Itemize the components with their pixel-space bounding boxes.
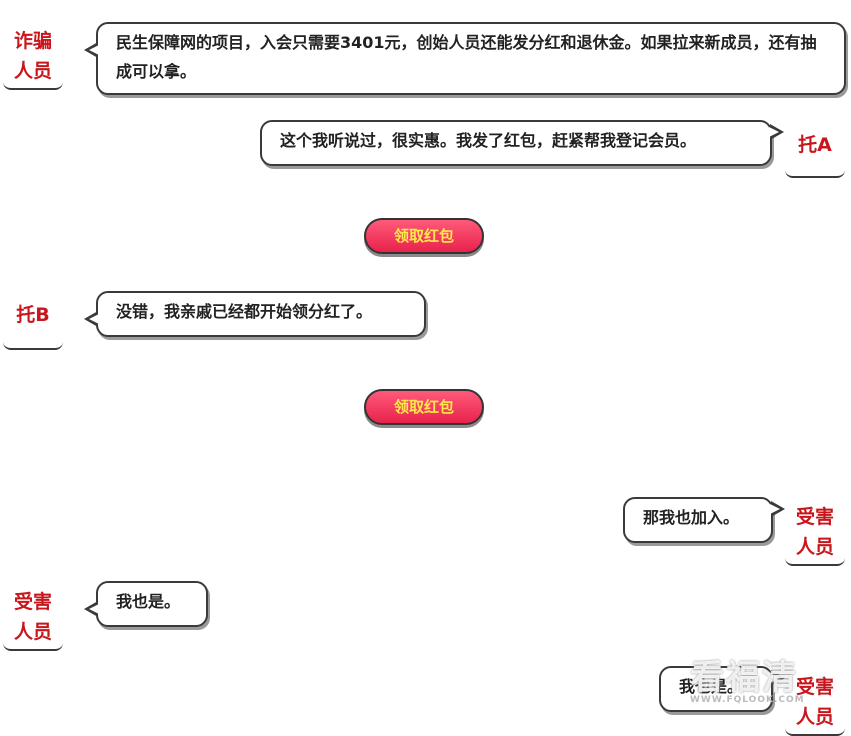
speaker-label-line2: 人员: [795, 536, 834, 558]
message-text: 民生保障网的项目，入会只需要3401元，创始人员还能发分红和退休金。如果拉来新成…: [116, 33, 817, 81]
red-packet-label: 领取红包: [393, 398, 454, 416]
speaker-underline: [785, 170, 845, 178]
red-packet-label: 领取红包: [393, 227, 454, 245]
message-bubble-shill-a: 这个我听说过，很实惠。我发了红包，赶紧帮我登记会员。: [260, 120, 784, 166]
speaker-label-line2: 人员: [795, 706, 834, 728]
speaker-underline: [785, 728, 845, 736]
watermark-url: WWW.FQLOOK.COM: [690, 695, 805, 705]
watermark-text: 看福清: [690, 658, 798, 698]
speaker-underline: [3, 643, 63, 651]
speaker-underline: [3, 342, 63, 350]
red-packet-button[interactable]: 领取红包: [364, 218, 484, 254]
speaker-label: 托B: [16, 304, 50, 326]
red-packet-button[interactable]: 领取红包: [364, 389, 484, 425]
message-bubble-victim: 那我也加入。: [623, 497, 785, 543]
speaker-scammer: 诈骗 人员: [1, 26, 65, 90]
message-text: 这个我听说过，很实惠。我发了红包，赶紧帮我登记会员。: [280, 131, 697, 150]
speaker-label: 托A: [798, 134, 832, 156]
speaker-underline: [3, 82, 63, 90]
message-bubble-victim: 我也是。: [84, 581, 208, 627]
message-text: 没错，我亲戚已经都开始领分红了。: [116, 302, 373, 321]
speaker-victim: 受害 人员: [783, 502, 847, 566]
speaker-label-line2: 人员: [13, 60, 52, 82]
speaker-shill-a: 托A: [783, 130, 847, 178]
message-bubble-shill-b: 没错，我亲戚已经都开始领分红了。: [84, 291, 426, 337]
speaker-label-line1: 受害: [13, 591, 52, 613]
message-bubble-scammer: 民生保障网的项目，入会只需要3401元，创始人员还能发分红和退休金。如果拉来新成…: [84, 22, 846, 95]
speaker-underline: [785, 558, 845, 566]
speaker-victim: 受害 人员: [1, 587, 65, 651]
message-bubble-victim: 我也是。: [659, 666, 785, 712]
watermark-logo: 看福清 WWW.FQLOOK.COM: [690, 650, 840, 716]
speaker-label-line1: 受害: [795, 506, 834, 528]
message-text: 那我也加入。: [643, 508, 740, 527]
speaker-label-line2: 人员: [13, 621, 52, 643]
speaker-label-line1: 受害: [795, 676, 834, 698]
message-text: 我也是。: [679, 677, 744, 696]
message-text: 我也是。: [116, 592, 181, 611]
speaker-label-line1: 诈骗: [13, 30, 52, 52]
speaker-shill-b: 托B: [1, 300, 65, 350]
speaker-victim: 受害 人员: [783, 672, 847, 736]
